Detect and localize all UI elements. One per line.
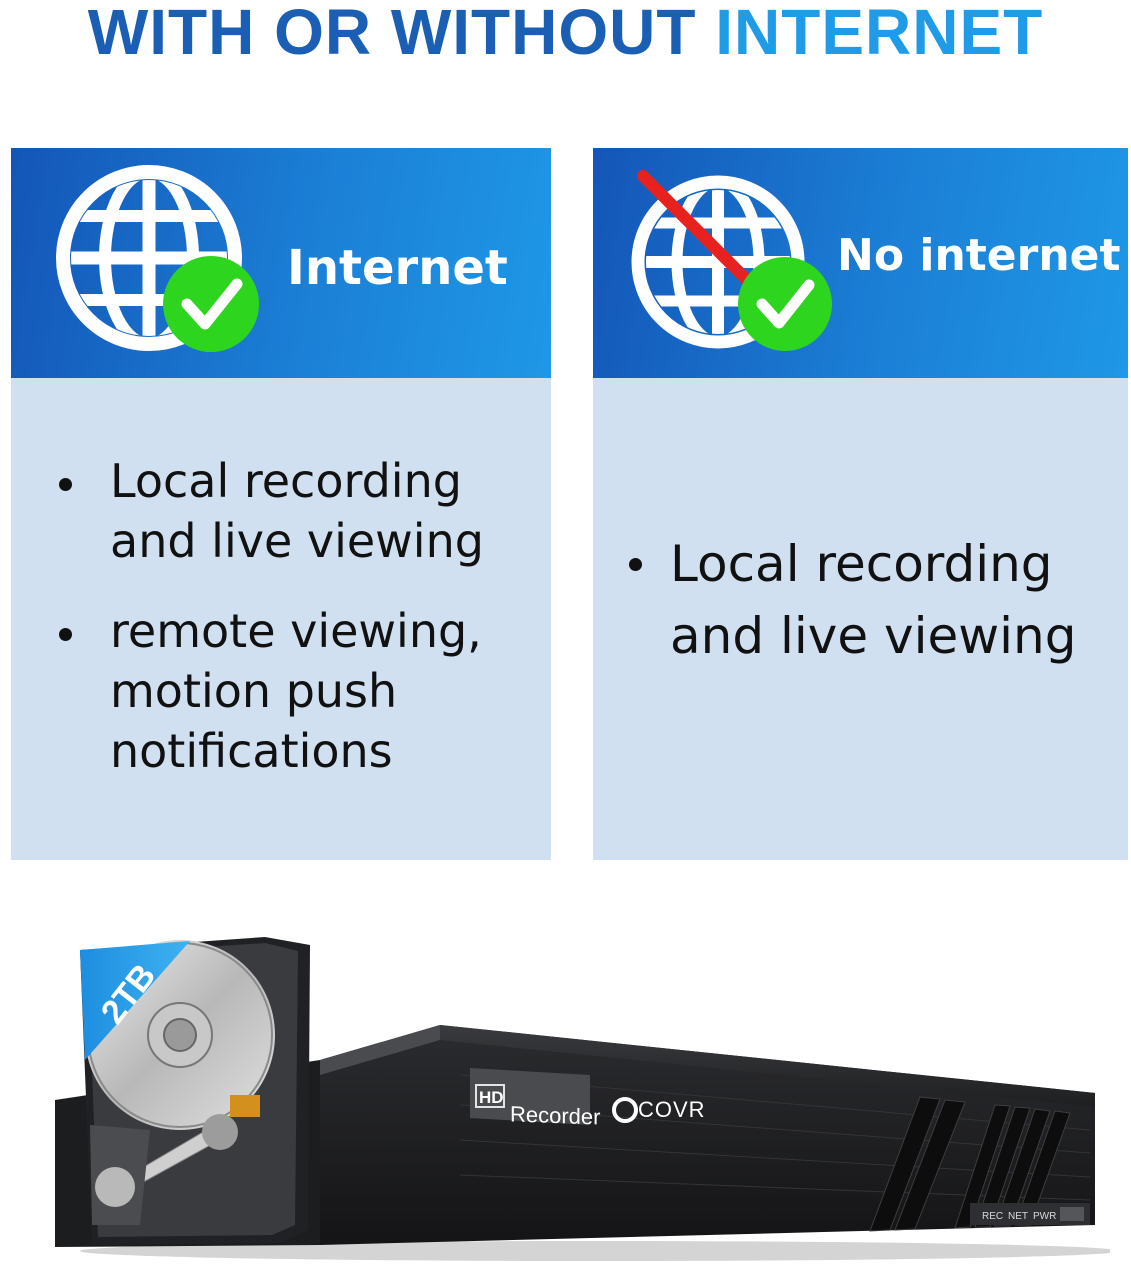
nvr-product-image: HD Recorder COVR REC NET PWR 2TB <box>55 937 1110 1261</box>
led-net: NET <box>1008 1211 1028 1222</box>
card-internet-header: Internet <box>11 148 551 378</box>
card-no-internet: No internet Local recording and live vie… <box>593 148 1128 860</box>
card-no-internet-body <box>593 378 1128 860</box>
badge-hd: HD <box>479 1088 504 1107</box>
brand-name: COVR <box>638 1097 706 1122</box>
card-internet: Internet Local recording and live viewin… <box>11 148 551 860</box>
card-internet-title: Internet <box>287 240 508 296</box>
list-item: Local recording and live viewing <box>625 528 1125 672</box>
headline: WITH OR WITHOUT INTERNET <box>0 0 1131 70</box>
globe-crossed-check-icon <box>631 170 832 351</box>
card-no-internet-header: No internet <box>593 148 1128 378</box>
headline-part-2: INTERNET <box>715 0 1044 68</box>
brand-logo-icon <box>612 1097 638 1123</box>
led-rec: REC <box>982 1211 1003 1222</box>
list-item: Local recording and live viewing <box>55 451 525 571</box>
headline-part-1: WITH OR WITHOUT <box>87 0 716 68</box>
led-pwr: PWR <box>1033 1211 1056 1222</box>
card-no-internet-points: Local recording and live viewing <box>625 528 1125 672</box>
card-internet-points: Local recording and live viewing remote … <box>55 451 525 811</box>
badge-recorder: Recorder <box>510 1101 600 1129</box>
list-item: remote viewing, motion push notification… <box>55 601 525 781</box>
globe-check-icon <box>56 165 259 352</box>
card-no-internet-title: No internet <box>837 230 1121 281</box>
card-internet-body <box>11 378 551 860</box>
